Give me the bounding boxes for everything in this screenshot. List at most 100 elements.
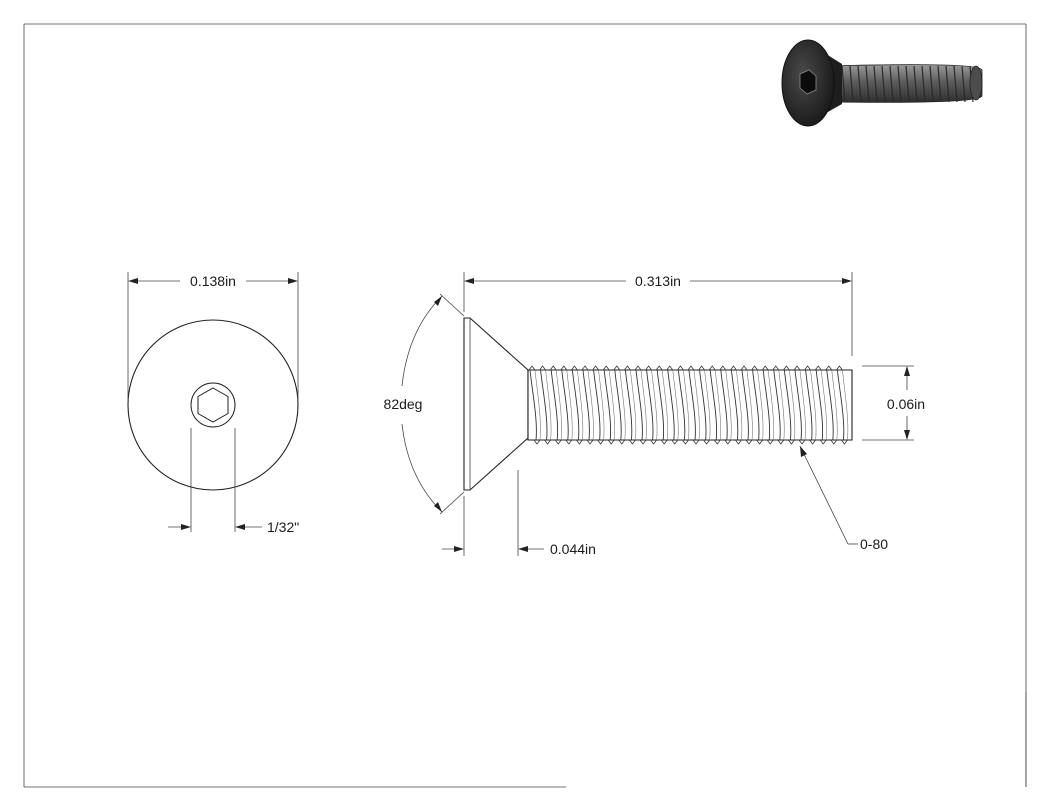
thread-crest — [762, 369, 771, 441]
thread-crest — [730, 369, 739, 441]
thread-tooth-bottom — [745, 439, 753, 445]
iso-thread-line — [937, 65, 942, 103]
thread-crest — [752, 369, 760, 441]
thread-tooth-top — [655, 365, 663, 371]
thread-tooth-top — [783, 365, 790, 371]
thread-tooth-top — [740, 365, 748, 371]
hex-socket-dimension: 1/32" — [168, 428, 299, 535]
thread-crest — [720, 369, 728, 441]
thread-root — [767, 369, 774, 441]
thread-spec-callout: 0-80 — [799, 445, 888, 552]
iso-thread-line — [897, 65, 902, 103]
thread-tooth-bottom — [788, 439, 795, 445]
thread-tooth-bottom — [713, 439, 721, 445]
thread-tooth-bottom — [565, 439, 573, 445]
thread-crest — [688, 369, 696, 441]
thread-tooth-top — [772, 365, 780, 371]
thread-tooth-bottom — [533, 439, 541, 445]
countersunk-head — [463, 317, 529, 491]
thread-root — [608, 369, 615, 441]
thread-root — [725, 369, 732, 441]
thread-tooth-top — [761, 365, 769, 371]
thread-tooth-bottom — [554, 439, 562, 445]
countersunk-screw-isometric-icon — [781, 39, 983, 127]
thread-crest — [603, 369, 612, 441]
thread-crest — [836, 369, 845, 441]
thread-tooth-top — [549, 365, 557, 371]
thread-root — [587, 369, 594, 441]
screw-side-view — [463, 317, 853, 491]
thread-crest — [783, 369, 792, 441]
thread-root — [736, 369, 743, 441]
thread-tooth-bottom — [830, 439, 838, 445]
thread-crest — [571, 369, 580, 441]
head-diameter-dimension: 0.138in — [127, 272, 299, 400]
iso-thread-line — [953, 65, 958, 103]
thread-tooth-top — [814, 365, 822, 371]
thread-root — [566, 369, 573, 441]
head-front-view — [127, 319, 299, 491]
thread-tooth-top — [698, 365, 705, 371]
thread-root — [778, 369, 785, 441]
thread-tooth-bottom — [618, 439, 626, 445]
thread-crest — [677, 369, 686, 441]
thread-root — [555, 369, 562, 441]
thread-tooth-bottom — [544, 439, 551, 445]
thread-pattern — [528, 365, 849, 445]
overall-length-dimension: 0.313in — [463, 272, 853, 356]
thread-tooth-bottom — [809, 439, 816, 445]
thread-tooth-top — [560, 365, 568, 371]
iso-thread-line — [841, 65, 846, 103]
iso-thread-line — [961, 65, 966, 103]
thread-root — [799, 369, 806, 441]
thread-root — [810, 369, 817, 441]
thread-tooth-bottom — [576, 439, 583, 445]
thread-tooth-bottom — [639, 439, 647, 445]
thread-crest — [529, 369, 537, 441]
sheet-border — [23, 23, 1027, 788]
thread-root — [598, 369, 605, 441]
head-angle-dimension: 82deg — [384, 293, 465, 515]
iso-thread-line — [865, 65, 870, 103]
thread-root — [640, 369, 647, 441]
thread-crest — [561, 369, 569, 441]
thread-tooth-bottom — [671, 439, 679, 445]
thread-tooth-bottom — [629, 439, 636, 445]
thread-diameter-dimension: 0.06in — [862, 365, 925, 441]
thread-root — [842, 369, 849, 441]
thread-tooth-top — [677, 365, 684, 371]
thread-tooth-top — [719, 365, 727, 371]
thread-tooth-top — [645, 365, 652, 371]
thread-root — [714, 369, 721, 441]
thread-tooth-bottom — [682, 439, 689, 445]
thread-root — [545, 369, 552, 441]
thread-crest — [815, 369, 824, 441]
thread-tooth-top — [624, 365, 631, 371]
thread-tooth-bottom — [798, 439, 806, 445]
thread-crest — [773, 369, 781, 441]
overall-length-label: 0.313in — [635, 273, 681, 289]
thread-crest — [614, 369, 622, 441]
thread-crest — [593, 369, 601, 441]
thread-root — [651, 369, 658, 441]
thread-tooth-top — [592, 365, 599, 371]
thread-tooth-top — [539, 365, 546, 371]
hex-socket — [197, 387, 229, 423]
thread-crest — [582, 369, 590, 441]
thread-tooth-bottom — [607, 439, 615, 445]
thread-tooth-top — [666, 365, 674, 371]
thread-tooth-top — [687, 365, 695, 371]
thread-tooth-bottom — [660, 439, 668, 445]
thread-crest — [709, 369, 718, 441]
thread-tooth-top — [634, 365, 642, 371]
thread-tooth-bottom — [777, 439, 785, 445]
head-height-label: 0.044in — [550, 541, 596, 557]
thread-tooth-bottom — [766, 439, 774, 445]
iso-thread-line — [849, 65, 854, 103]
head-height-dimension: 0.044in — [442, 470, 596, 557]
thread-tooth-bottom — [650, 439, 657, 445]
thread-crest — [646, 369, 654, 441]
thread-root — [630, 369, 637, 441]
iso-thread-line — [905, 65, 910, 103]
